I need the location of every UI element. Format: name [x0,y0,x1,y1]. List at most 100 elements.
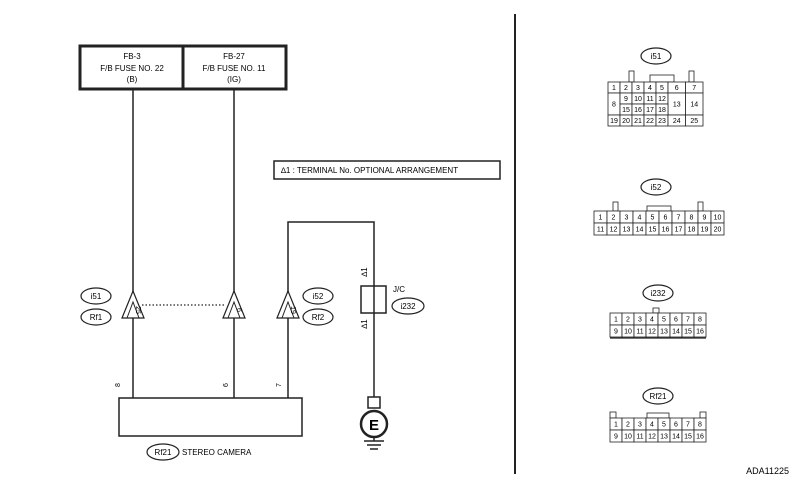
fuse-1-id: FB-3 [123,52,141,61]
pin-number: 18 [658,107,666,114]
pin-number: 23 [658,118,666,125]
svg-text:i52: i52 [651,183,662,192]
wires [132,89,375,398]
fuse-1-type: (B) [127,75,138,84]
pin-number: 1 [614,422,618,429]
connector-arrow-rf1-a: 25 [121,289,145,319]
pin-number: 22 [646,118,654,125]
pin-number: 10 [634,96,642,103]
pin-rf1-a: 25 [134,306,141,314]
pin-number: 5 [662,317,666,324]
pin-number: 16 [696,434,704,441]
pin-number: 7 [677,215,681,222]
pin-number: 8 [698,422,702,429]
label-rf2: Rf2 [302,308,334,326]
pin-number: 1 [614,317,618,324]
pin-number: 4 [650,317,654,324]
fuse-2-name: F/B FUSE NO. 11 [203,64,267,73]
pin-number: 13 [660,434,668,441]
pin-number: 16 [634,107,642,114]
pin-number: 1 [599,215,603,222]
connector-i232-label: i232 [642,284,674,302]
pin-number: 2 [612,215,616,222]
pin-number: 8 [612,102,616,109]
joint-connector: J/C i232 ∆1 ∆1 [360,267,425,329]
pin-number: 11 [636,434,643,441]
pin-number: 3 [625,215,629,222]
pin-number: 11 [646,96,653,103]
pin-number: 13 [660,329,668,336]
label-i232: i232 [400,302,416,311]
pin-number: 9 [703,215,707,222]
svg-text:Rf21: Rf21 [650,392,667,401]
label-i52: i52 [302,287,334,305]
pin-number: 11 [597,227,604,234]
pin-number: 4 [638,215,642,222]
svg-text:Rf2: Rf2 [312,313,325,322]
pin-number: 15 [684,434,692,441]
pin-number: 17 [646,107,654,114]
pin-number: 3 [636,85,640,92]
pin-number: 5 [651,215,655,222]
pin-number: 9 [614,434,618,441]
pin-number: 6 [675,85,679,92]
pin-number: 12 [648,434,656,441]
pin-number: 11 [636,329,643,336]
pin-number: 19 [701,227,709,234]
camera-label: STEREO CAMERA [182,448,252,457]
jc-label: J/C [393,285,405,294]
pin-number: 3 [638,317,642,324]
pin-number: 25 [690,118,698,125]
star-label-bottom: ∆1 [360,319,369,329]
pin-number: 10 [624,434,632,441]
pin-number: 16 [696,329,704,336]
pin-rf1-b: 6 [235,308,242,312]
svg-text:i52: i52 [313,292,324,301]
pin-number: 9 [614,329,618,336]
pin-number: 18 [688,227,696,234]
pin-cam-b: 6 [223,383,230,387]
pin-cam-a: 8 [115,383,122,387]
pin-number: 10 [624,329,632,336]
pin-number: 6 [674,422,678,429]
pin-number: 15 [622,107,630,114]
pin-number: 12 [648,329,656,336]
connector-rf21-label: Rf21 [642,387,674,405]
pin-number: 20 [714,227,722,234]
fuse-box: FB-3 F/B FUSE NO. 22 (B) FB-27 F/B FUSE … [78,44,288,91]
connector-arrow-rf1-b: 6 [222,289,246,319]
pin-rf2: 19 [289,306,296,314]
pin-number: 9 [624,96,628,103]
pin-number: 3 [638,422,642,429]
pin-number: 6 [664,215,668,222]
pin-number: 1 [612,85,616,92]
pin-number: 21 [634,118,642,125]
pin-number: 14 [672,434,680,441]
label-rf1: Rf1 [80,308,112,326]
svg-text:i51: i51 [651,52,662,61]
pin-number: 5 [662,422,666,429]
pin-number: 15 [684,329,692,336]
connector-i52-label: i52 [640,178,672,196]
note-box: ∆1 : TERMINAL No. OPTIONAL ARRANGEMENT [273,160,501,180]
pin-number: 19 [610,118,618,125]
pin-number: 7 [686,317,690,324]
pin-number: 14 [636,227,644,234]
pin-number: 10 [714,215,722,222]
stereo-camera: 8 6 7 Rf21 STEREO CAMERA [115,383,303,461]
fuse-1-name: F/B FUSE NO. 22 [100,64,164,73]
pin-number: 2 [624,85,628,92]
star-label-top: ∆1 [360,267,369,277]
wire-ground-branch [287,221,375,292]
connector-arrow-rf2: 19 [276,289,300,319]
pin-number: 8 [698,317,702,324]
pin-number: 2 [626,317,630,324]
pin-number: 16 [662,227,670,234]
fuse-2-type: (IG) [227,75,241,84]
pin-number: 6 [674,317,678,324]
